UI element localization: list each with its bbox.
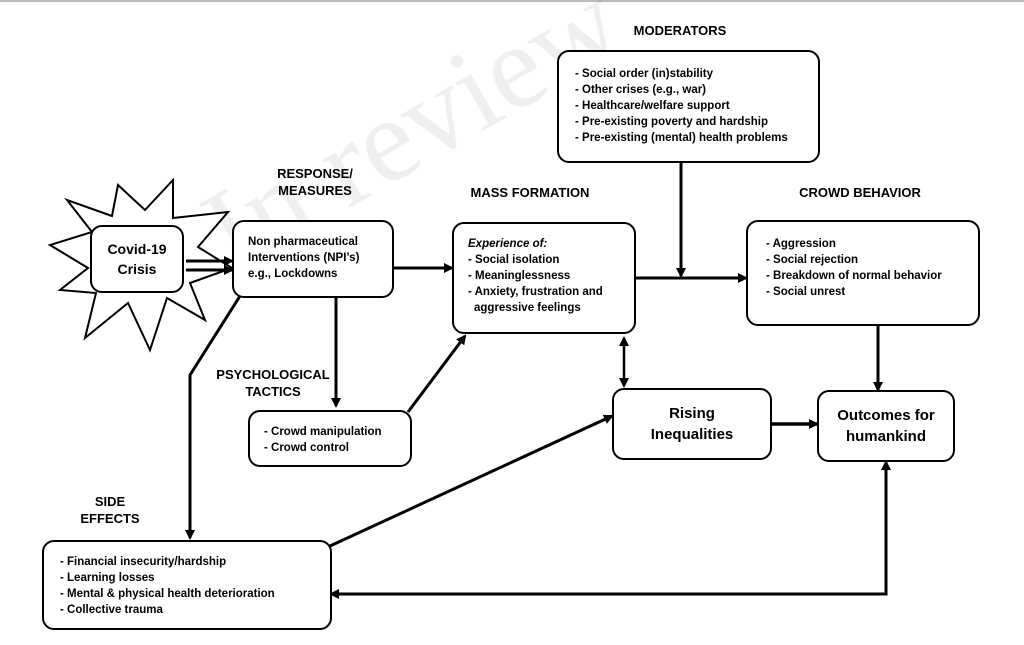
header-moderators: MODERATORS	[633, 23, 727, 38]
tactics-box: - Crowd manipulation - Crowd control	[248, 410, 412, 467]
side-effect-item: - Collective trauma	[60, 604, 163, 616]
moderator-item: - Pre-existing poverty and hardship	[575, 116, 768, 128]
npi-box: Non pharmaceutical Interventions (NPI’s)…	[232, 220, 394, 298]
header-side-line1: SIDE	[94, 494, 126, 509]
top-border-line	[0, 0, 1024, 2]
mass-item: - Meaninglessness	[468, 270, 571, 282]
header-mass-formation: MASS FORMATION	[470, 185, 590, 200]
covid-line1: Covid-19	[107, 241, 167, 257]
moderator-item: - Other crises (e.g., war)	[575, 84, 707, 96]
npi-line3: e.g., Lockdowns	[248, 268, 338, 280]
outcomes-line1: Outcomes for	[837, 407, 935, 424]
arrow-tactics-to-mass	[406, 334, 467, 413]
covid-line2: Crisis	[117, 261, 157, 277]
outcomes-box: Outcomes for humankind	[817, 390, 955, 462]
crowd-item: - Aggression	[766, 238, 836, 250]
side-effect-item: - Financial insecurity/hardship	[60, 556, 227, 568]
header-psych-line1: PSYCHOLOGICAL	[216, 367, 330, 382]
npi-line1: Non pharmaceutical	[248, 236, 358, 248]
inequalities-line1: Rising	[669, 405, 715, 422]
crowd-item: - Social unrest	[766, 286, 846, 298]
mass-formation-box: Experience of: - Social isolation - Mean…	[452, 222, 636, 334]
side-effects-box: - Financial insecurity/hardship - Learni…	[42, 540, 332, 630]
moderator-item: - Healthcare/welfare support	[575, 100, 730, 112]
arrow-npi-to-side-effects	[185, 295, 242, 540]
moderators-box: - Social order (in)stability - Other cri…	[557, 50, 820, 163]
mass-item: - Anxiety, frustration and	[468, 286, 603, 298]
header-crowd-behavior: CROWD BEHAVIOR	[799, 185, 921, 200]
npi-line2: Interventions (NPI’s)	[248, 252, 360, 264]
tactics-item: - Crowd manipulation	[264, 426, 382, 438]
crowd-item: - Social rejection	[766, 254, 859, 266]
mass-item: aggressive feelings	[474, 302, 581, 314]
arrow-side-outcomes	[329, 460, 891, 599]
header-response: RESPONSE/ MEASURES	[250, 165, 380, 199]
header-psychological-tactics: PSYCHOLOGICAL TACTICS	[208, 366, 338, 400]
mass-item: - Social isolation	[468, 254, 560, 266]
header-psych-line2: TACTICS	[245, 384, 301, 399]
header-side-line2: EFFECTS	[80, 511, 140, 526]
header-response-line2: MEASURES	[278, 183, 352, 198]
inequalities-box: Rising Inequalities	[612, 388, 772, 460]
crowd-behavior-box: - Aggression - Social rejection - Breakd…	[746, 220, 980, 326]
tactics-item: - Crowd control	[264, 442, 349, 454]
mass-intro: Experience of:	[468, 238, 548, 250]
header-side-effects: SIDE EFFECTS	[70, 493, 150, 527]
side-effect-item: - Learning losses	[60, 572, 155, 584]
header-response-line1: RESPONSE/	[277, 166, 353, 181]
moderator-item: - Pre-existing (mental) health problems	[575, 132, 788, 144]
covid-crisis-box: Covid-19 Crisis	[90, 225, 184, 293]
crowd-item: - Breakdown of normal behavior	[766, 270, 942, 282]
moderator-item: - Social order (in)stability	[575, 68, 714, 80]
outcomes-line2: humankind	[845, 428, 926, 445]
inequalities-line2: Inequalities	[650, 426, 734, 443]
side-effect-item: - Mental & physical health deterioration	[60, 588, 275, 600]
